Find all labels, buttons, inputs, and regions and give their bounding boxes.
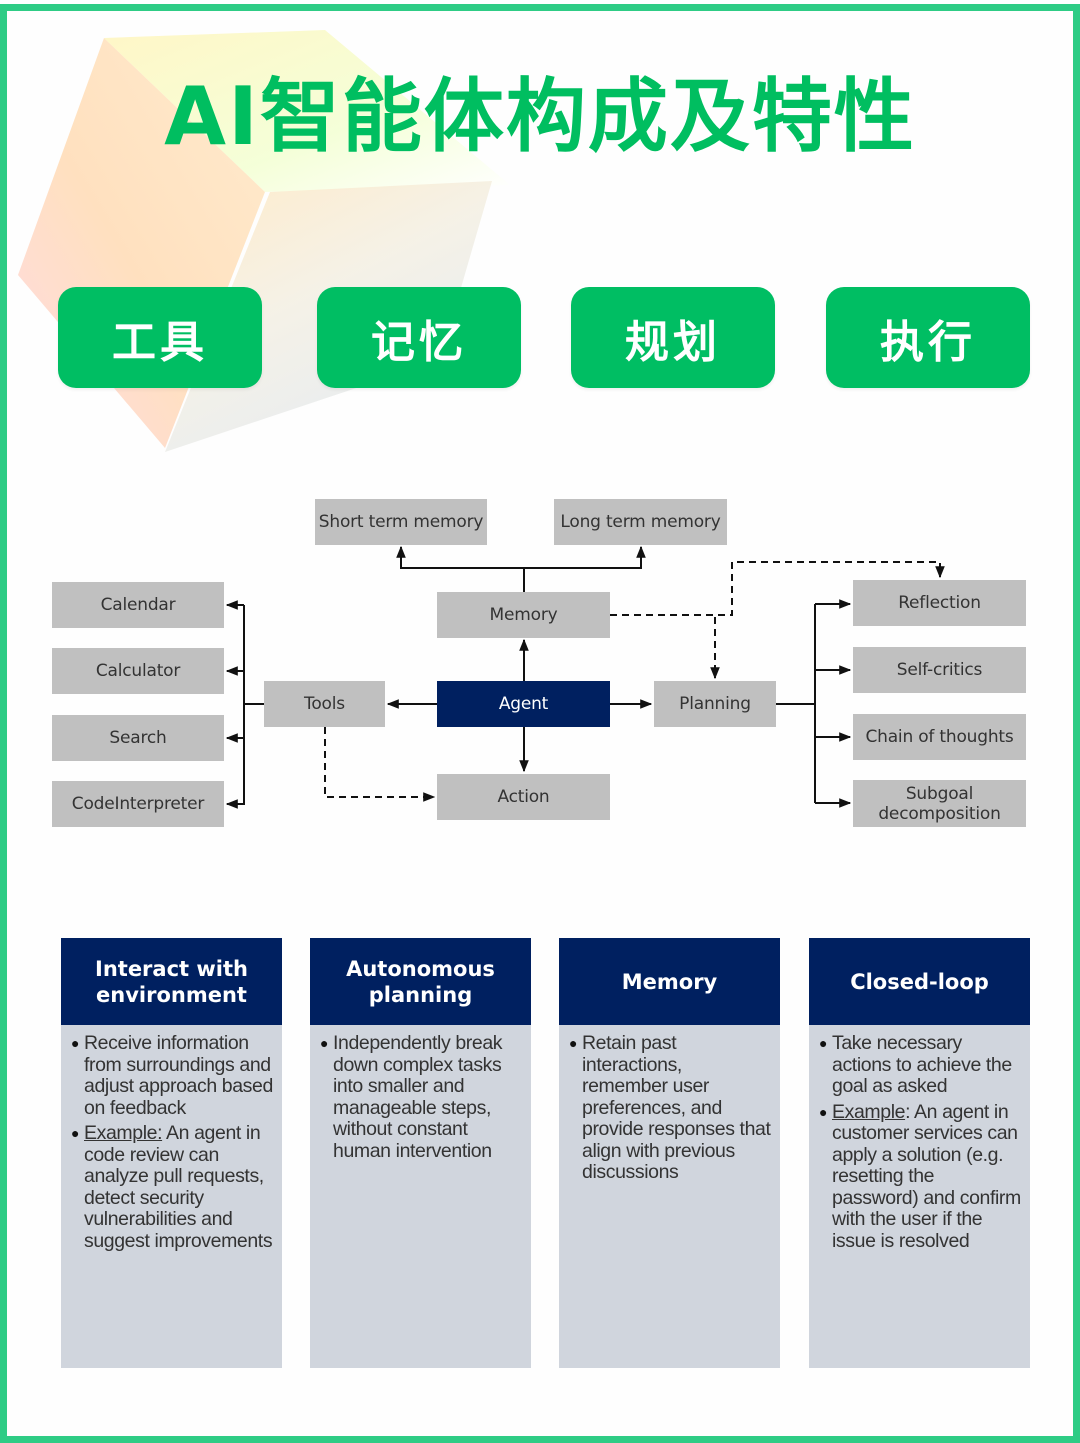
- bullet-dot-icon: ●: [819, 1103, 828, 1120]
- node-subgoal-decomposition: Subgoal decomposition: [853, 780, 1026, 827]
- card-title: Interact with environment: [61, 938, 282, 1025]
- pill-planning: 规划: [571, 287, 775, 388]
- pill-memory: 记忆: [317, 287, 521, 388]
- card-title: Closed-loop: [809, 938, 1030, 1025]
- card-body: ● Independently break down complex tasks…: [310, 1025, 531, 1162]
- bullet-dot-icon: ●: [819, 1035, 828, 1051]
- card-body: ● Receive information from surroundings …: [61, 1025, 282, 1252]
- bullet-dot-icon: ●: [71, 1035, 80, 1051]
- card-title: Autonomous planning: [310, 938, 531, 1025]
- node-planning: Planning: [654, 681, 776, 727]
- bullet-text: Receive information from surroundings an…: [84, 1032, 273, 1119]
- card-closed-loop: Closed-loop ● Take necessary actions to …: [809, 938, 1030, 1368]
- card-bullet: ● Retain past interactions, remember use…: [569, 1032, 772, 1184]
- bullet-text: An agent in code review can analyze pull…: [84, 1122, 273, 1252]
- node-codeinterpreter: CodeInterpreter: [52, 781, 224, 827]
- page-title: AI智能体构成及特性: [164, 70, 916, 163]
- pill-execution: 执行: [826, 287, 1030, 388]
- node-agent: Agent: [437, 681, 610, 727]
- card-bullet: ● Receive information from surroundings …: [71, 1032, 274, 1119]
- bullet-text: : An agent in customer services can appl…: [832, 1100, 1021, 1252]
- bullet-dot-icon: ●: [320, 1035, 329, 1051]
- node-reflection: Reflection: [853, 580, 1026, 626]
- card-interact-with-environment: Interact with environment ● Receive info…: [61, 938, 282, 1368]
- card-body: ● Take necessary actions to achieve the …: [809, 1025, 1030, 1252]
- bullet-text: Retain past interactions, remember user …: [582, 1032, 771, 1183]
- bullet-text: Take necessary actions to achieve the go…: [832, 1032, 1012, 1097]
- node-self-critics: Self-critics: [853, 647, 1026, 693]
- bullet-text: Independently break down complex tasks i…: [333, 1032, 503, 1162]
- card-title: Memory: [559, 938, 780, 1025]
- node-search: Search: [52, 715, 224, 761]
- node-action: Action: [437, 774, 610, 820]
- bullet-dot-icon: ●: [569, 1035, 578, 1051]
- node-chain-of-thoughts: Chain of thoughts: [853, 714, 1026, 760]
- node-tools: Tools: [264, 681, 385, 727]
- card-bullet: ● Example: An agent in customer services…: [819, 1100, 1022, 1253]
- node-memory: Memory: [437, 592, 610, 638]
- example-label: Example:: [84, 1122, 163, 1144]
- bullet-dot-icon: ●: [71, 1125, 80, 1141]
- node-calendar: Calendar: [52, 582, 224, 628]
- card-autonomous-planning: Autonomous planning ● Independently brea…: [310, 938, 531, 1368]
- card-bullet: ● Independently break down complex tasks…: [320, 1032, 523, 1162]
- pill-tools: 工具: [58, 287, 262, 388]
- card-body: ● Retain past interactions, remember use…: [559, 1025, 780, 1184]
- card-bullet: ● Example: An agent in code review can a…: [71, 1122, 274, 1252]
- card-memory: Memory ● Retain past interactions, remem…: [559, 938, 780, 1368]
- node-long-term-memory: Long term memory: [554, 499, 727, 545]
- example-label: Example: [832, 1100, 906, 1123]
- card-bullet: ● Take necessary actions to achieve the …: [819, 1032, 1022, 1098]
- node-short-term-memory: Short term memory: [315, 499, 487, 545]
- node-calculator: Calculator: [52, 648, 224, 694]
